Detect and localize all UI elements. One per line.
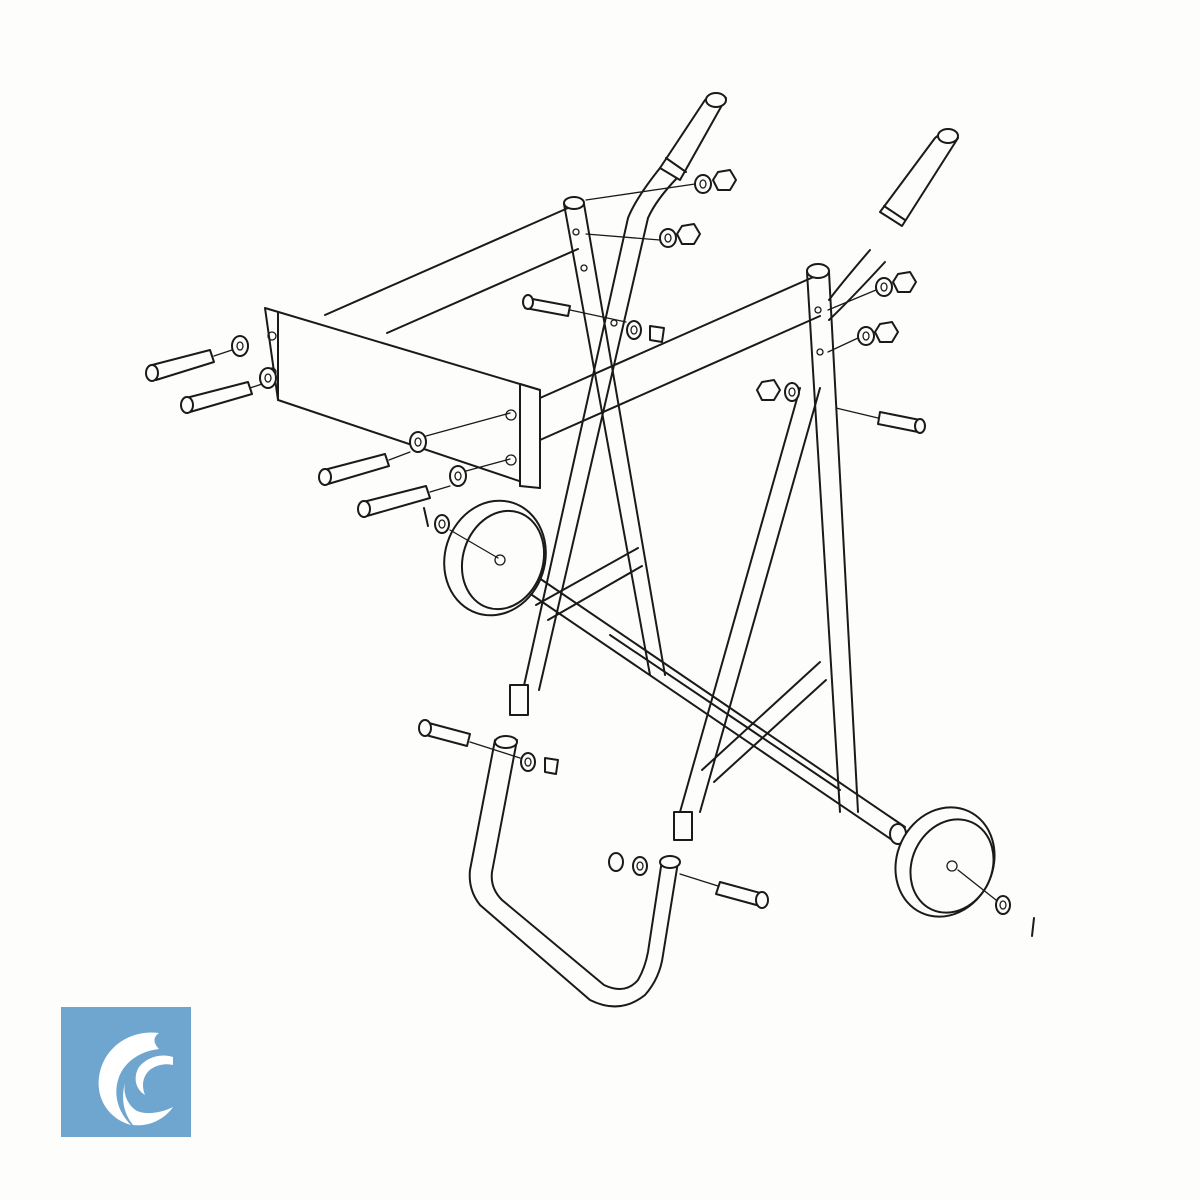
wheel-left: [443, 499, 547, 617]
braces-and-axle: [509, 547, 907, 845]
bolts: [145, 294, 926, 909]
mounting-board: [264, 307, 541, 489]
washers-and-nuts: [231, 169, 1035, 937]
left-frame: [509, 92, 727, 716]
lower-u-frame: [468, 735, 681, 1008]
right-frame: [673, 128, 959, 841]
cross-tubes: [324, 207, 821, 441]
wheel-right: [894, 806, 996, 918]
assembly-guides: [213, 183, 997, 901]
wave-icon: [61, 1007, 191, 1137]
brand-logo: [61, 1007, 191, 1137]
